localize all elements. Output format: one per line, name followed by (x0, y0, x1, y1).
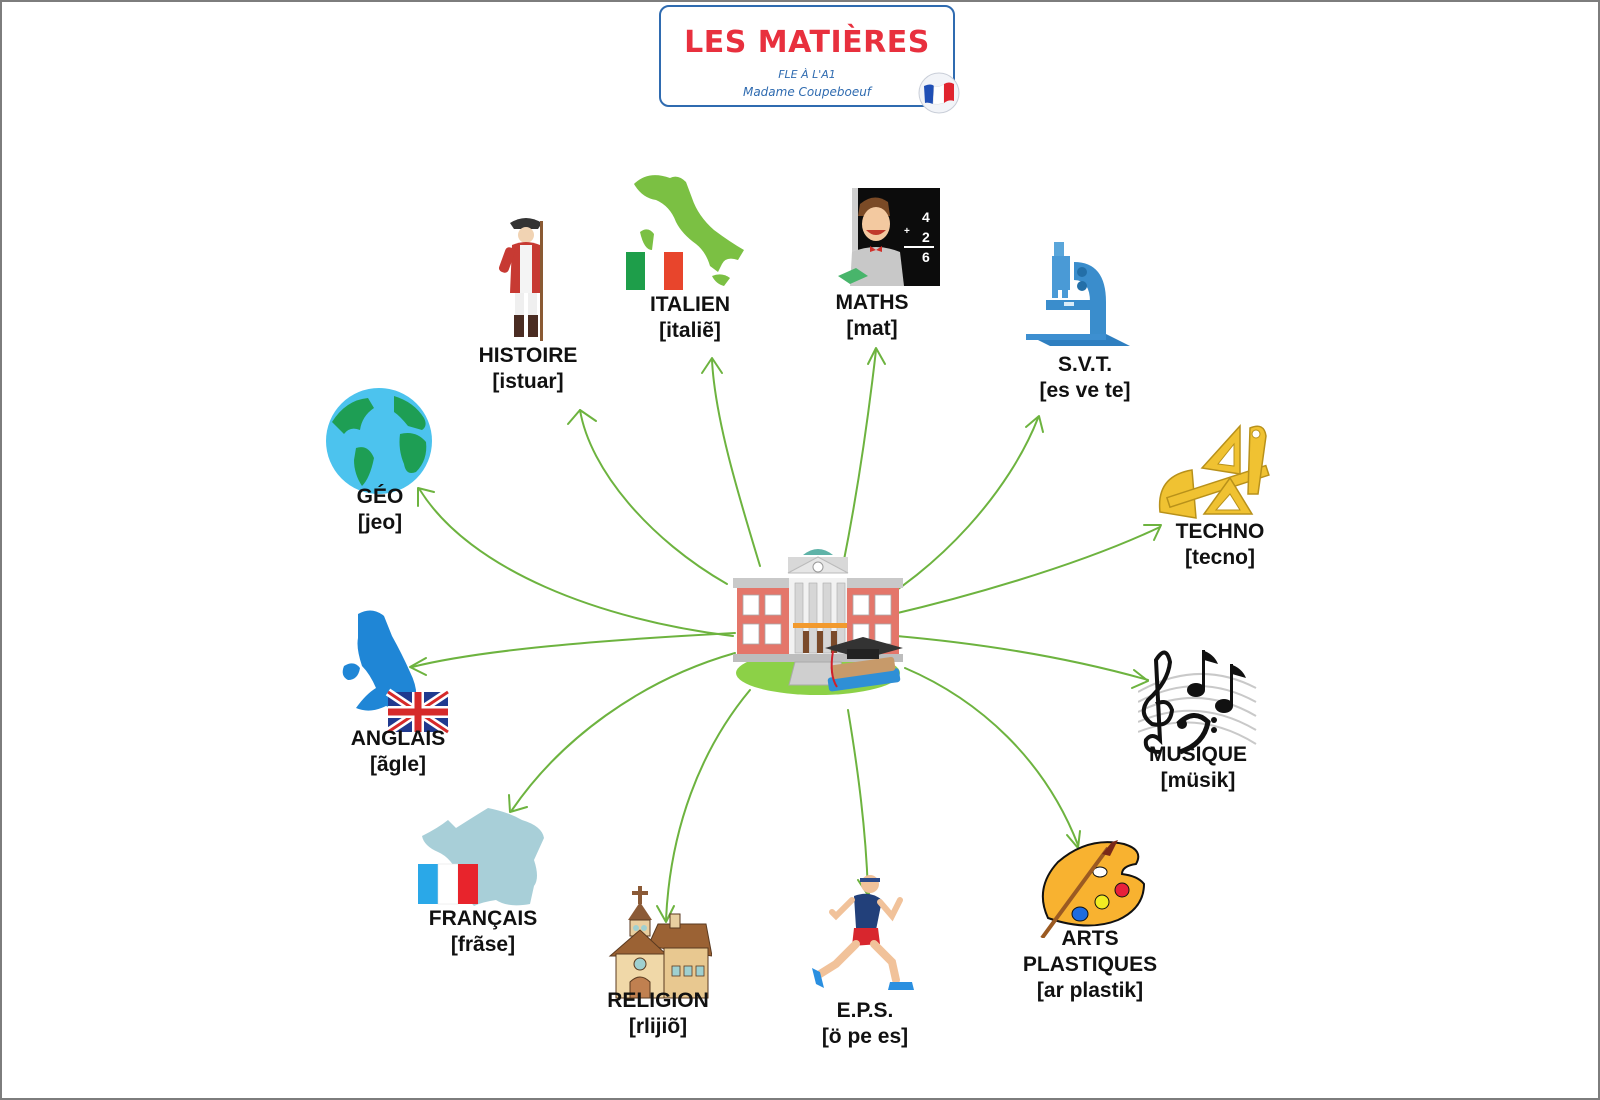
subject-pronunciation: [frãse] (450, 933, 516, 956)
subject-italien: ITALIEN [italiẽ] (630, 292, 750, 344)
runner-icon (812, 875, 914, 990)
music-notes-icon (1138, 650, 1257, 755)
subject-pronunciation: [ö pe es] (821, 1025, 909, 1048)
subject-svt: S.V.T. [es ve te] (1020, 352, 1150, 404)
subject-techno: TECHNO [tecno] (1160, 519, 1280, 571)
subject-label: RELIGION (607, 989, 709, 1012)
subject-label: ARTS (1061, 927, 1119, 950)
subject-label: MUSIQUE (1148, 743, 1247, 766)
subject-pronunciation: [es ve te] (1039, 379, 1131, 402)
subject-label: GÉO (356, 485, 404, 508)
french-flag-ball-icon (918, 72, 960, 114)
subject-pronunciation: [istuar] (492, 370, 564, 393)
subject-pronunciation: [italiẽ] (659, 319, 721, 342)
subject-label: ANGLAIS (350, 727, 446, 750)
subject-pronunciation: [tecno] (1185, 546, 1255, 569)
subject-pronunciation: [müsik] (1160, 769, 1236, 792)
subject-histoire: HISTOIRE [istuar] (468, 343, 588, 395)
subject-geo: GÉO [jeo] (320, 484, 440, 536)
author-name: Madame Coupeboeuf (742, 85, 872, 99)
subject-label: ITALIEN (649, 293, 731, 316)
subject-label: E.P.S. (836, 999, 894, 1022)
subject-label-line2: PLASTIQUES (1022, 953, 1158, 976)
subject-pronunciation: [ãgle] (369, 753, 426, 776)
title-card: LES MATIÈRES FLE À L'A1 Madame Coupeboeu… (659, 5, 955, 107)
svg-text:+: + (904, 226, 910, 237)
subtitle-level: FLE À L'A1 (778, 68, 836, 81)
svg-text:4: 4 (922, 209, 930, 225)
svg-text:2: 2 (922, 229, 930, 245)
globe-icon (326, 388, 432, 494)
church-icon (608, 886, 712, 999)
microscope-icon (1026, 242, 1130, 346)
subject-pronunciation: [jeo] (357, 511, 403, 534)
subject-pronunciation: [rlijiõ] (628, 1015, 688, 1038)
page-title: LES MATIÈRES (684, 25, 930, 60)
subject-pronunciation: [ar plastik] (1036, 979, 1144, 1002)
subject-eps: E.P.S. [ö pe es] (800, 998, 930, 1050)
subject-francais: FRANÇAIS [frãse] (418, 906, 548, 958)
school-building-icon (733, 549, 903, 695)
math-teacher-icon: 4 + 2 6 (838, 188, 940, 286)
subject-arts-plastiques: ARTS PLASTIQUES [ar plastik] (1010, 926, 1170, 1004)
subject-maths: MATHS [mat] (812, 290, 932, 342)
subject-label: FRANÇAIS (428, 907, 538, 930)
drawing-tools-icon (1158, 424, 1270, 519)
subject-label: HISTOIRE (478, 344, 578, 367)
soldier-icon (498, 218, 543, 341)
subject-religion: RELIGION [rlijiõ] (598, 988, 718, 1040)
subject-label: S.V.T. (1057, 353, 1113, 376)
subject-anglais: ANGLAIS [ãgle] (338, 726, 458, 778)
subject-pronunciation: [mat] (846, 317, 898, 340)
paint-palette-icon (1040, 840, 1146, 938)
subject-label: MATHS (835, 291, 909, 314)
france-map-flag-icon (418, 808, 544, 906)
subject-musique: MUSIQUE [müsik] (1138, 742, 1258, 794)
italy-map-flag-icon (626, 175, 744, 290)
subject-label: TECHNO (1175, 520, 1265, 543)
uk-map-flag-icon (342, 610, 450, 736)
svg-text:6: 6 (922, 249, 930, 265)
